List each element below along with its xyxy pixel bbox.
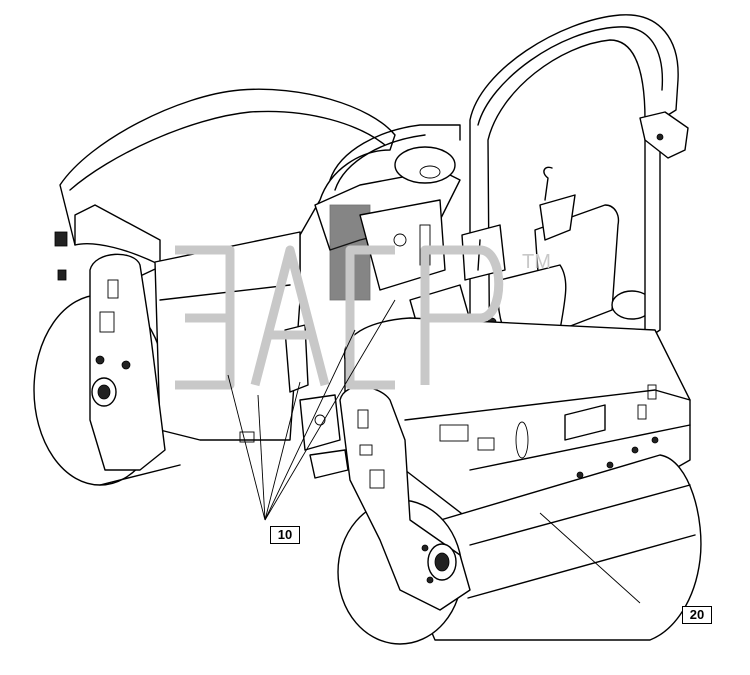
watermark: TM (175, 245, 551, 390)
rear-side-plate (89, 253, 166, 471)
leader-lines (227, 299, 641, 604)
callout-10: 10 (270, 526, 300, 544)
callout-20: 20 (682, 606, 712, 624)
watermark-mark: TM (522, 251, 551, 273)
center-details (57, 269, 349, 479)
